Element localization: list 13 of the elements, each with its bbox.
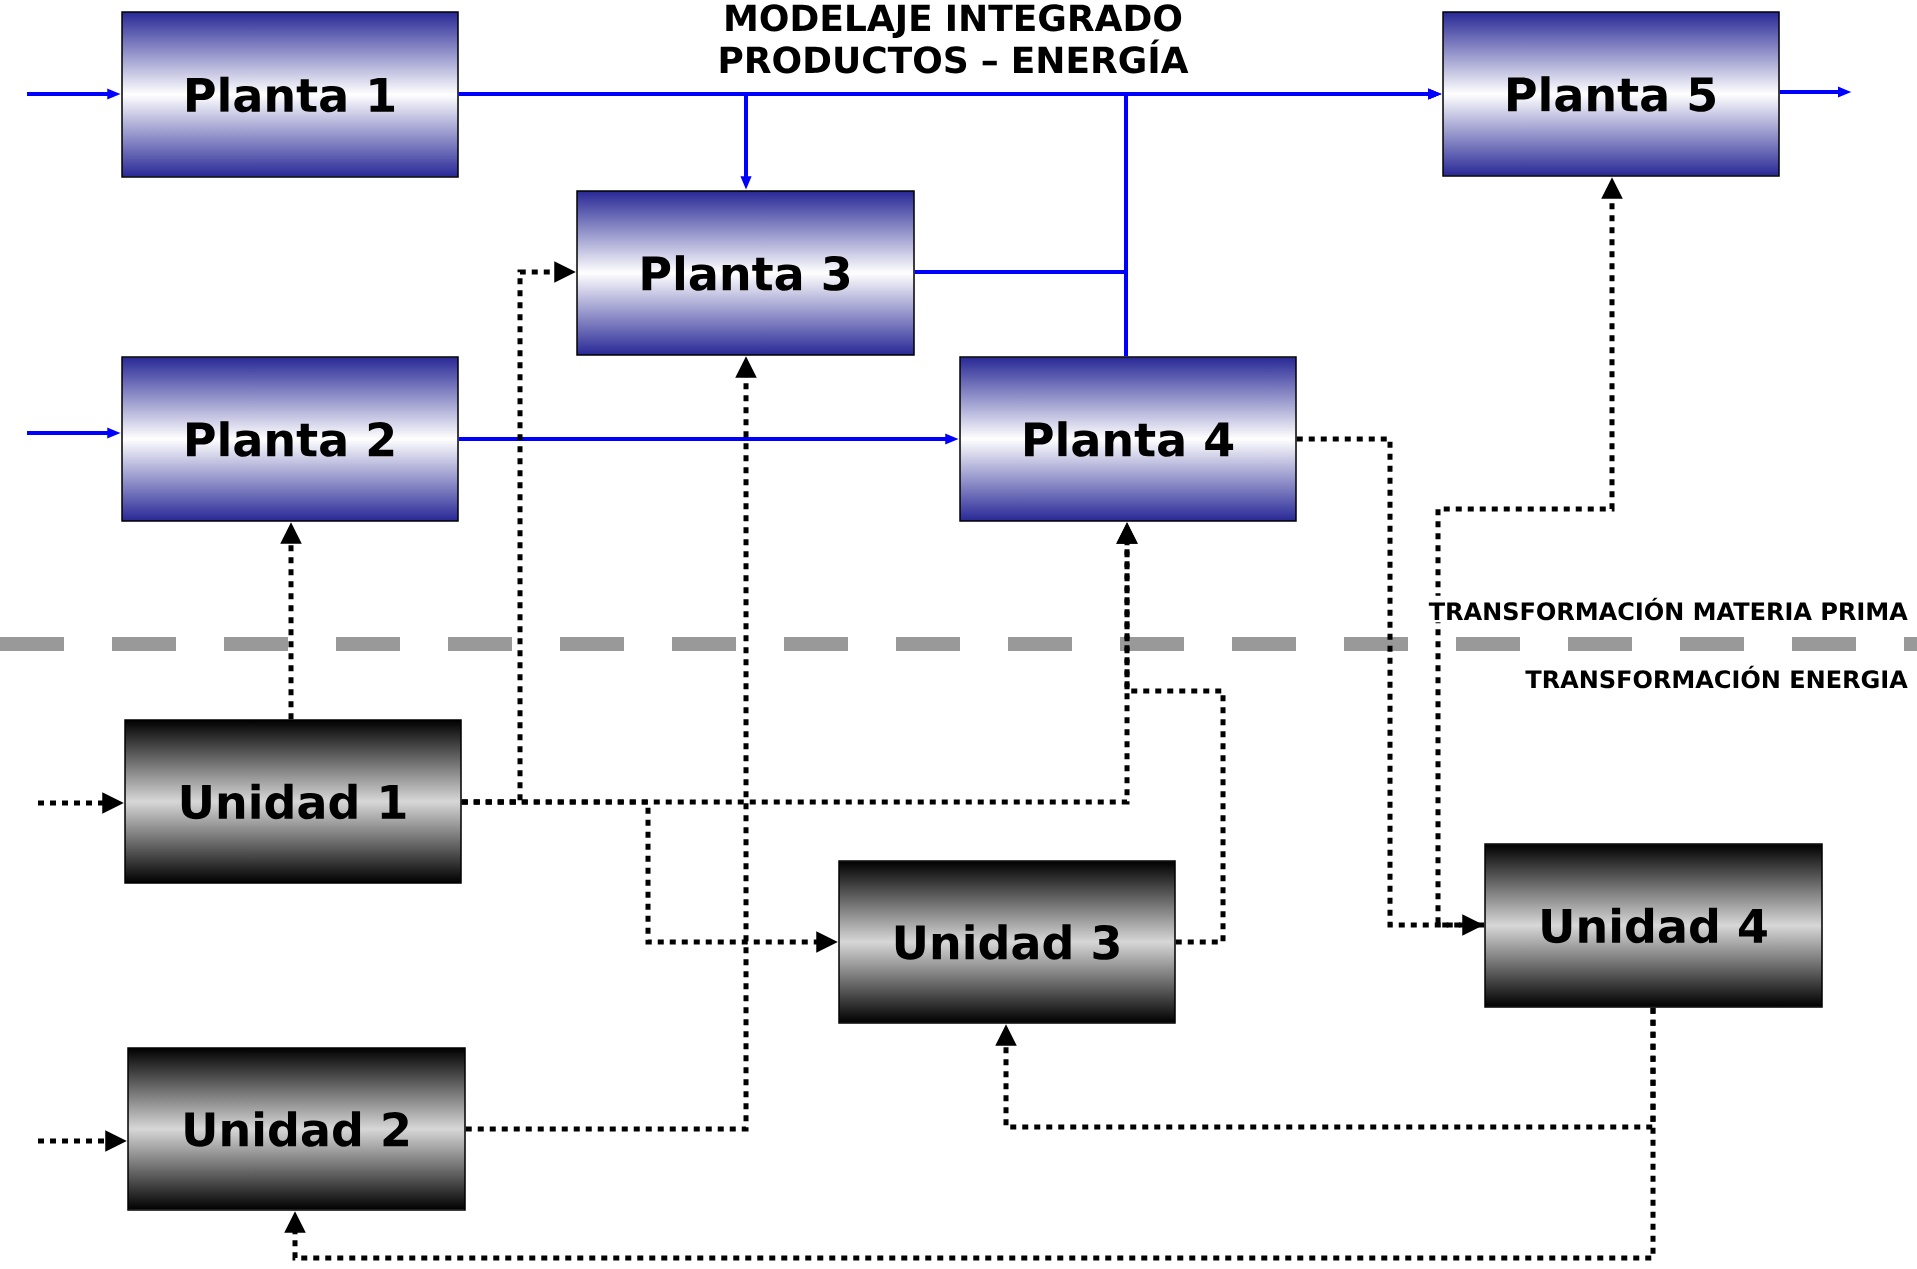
plant-box: Planta 1: [121, 11, 459, 178]
unit-box: Unidad 2: [127, 1047, 466, 1211]
zone-label: TRANSFORMACIÓN MATERIA PRIMA: [1426, 595, 1910, 623]
plant-box: Planta 5: [1442, 11, 1780, 177]
plant-box: Planta 3: [576, 190, 915, 356]
unit-box: Unidad 1: [124, 719, 462, 884]
zone-label: TRANSFORMACIÓN ENERGIA: [1523, 663, 1910, 691]
unit-box: Unidad 4: [1484, 843, 1823, 1008]
title: MODELAJE INTEGRADO PRODUCTOS – ENERGÍA: [720, 4, 1189, 74]
plant-box: Planta 2: [121, 356, 459, 522]
plant-box: Planta 4: [959, 356, 1297, 522]
unit-box: Unidad 3: [838, 860, 1176, 1024]
arrow: [284, 1007, 1656, 1261]
